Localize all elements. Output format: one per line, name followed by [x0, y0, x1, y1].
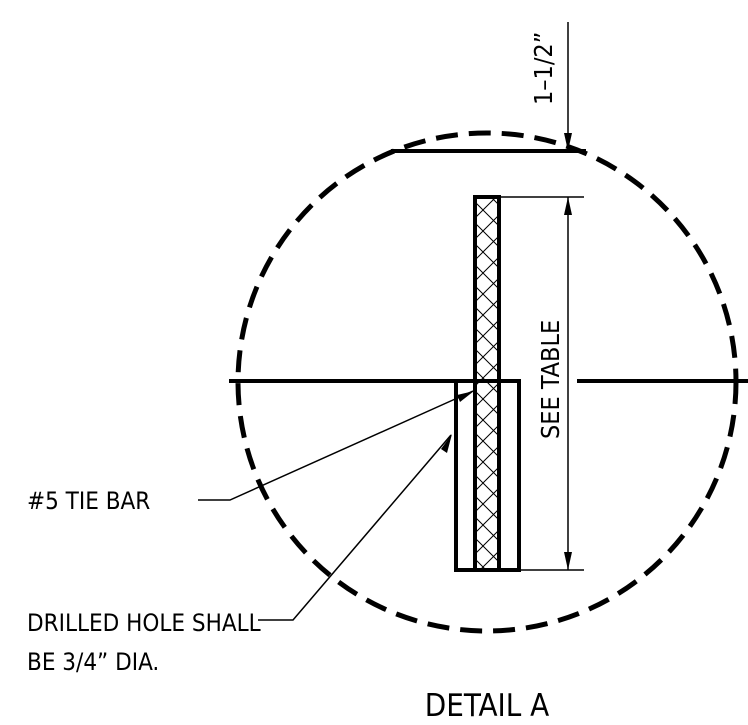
tie-bar [473, 195, 501, 572]
tie-bar-arrow-icon [457, 391, 474, 402]
cover-arrow-icon [564, 133, 572, 151]
cover-dimension-label: 1–1/2” [529, 32, 558, 105]
detail-title: DETAIL A [425, 688, 549, 724]
length-arrow-top-icon [564, 197, 572, 215]
tie-bar-label: #5 TIE BAR [27, 487, 150, 515]
drilled-hole-arrow-icon [441, 434, 452, 453]
tie-bar-leader [198, 390, 474, 501]
drilled-hole-label-line1: DRILLED HOLE SHALL [27, 609, 261, 637]
length-arrow-bottom-icon [564, 552, 572, 570]
drilled-hole-label-line2: BE 3/4” DIA. [27, 648, 159, 676]
see-table-label: SEE TABLE [536, 320, 565, 439]
drilled-hole-leader [258, 434, 452, 621]
